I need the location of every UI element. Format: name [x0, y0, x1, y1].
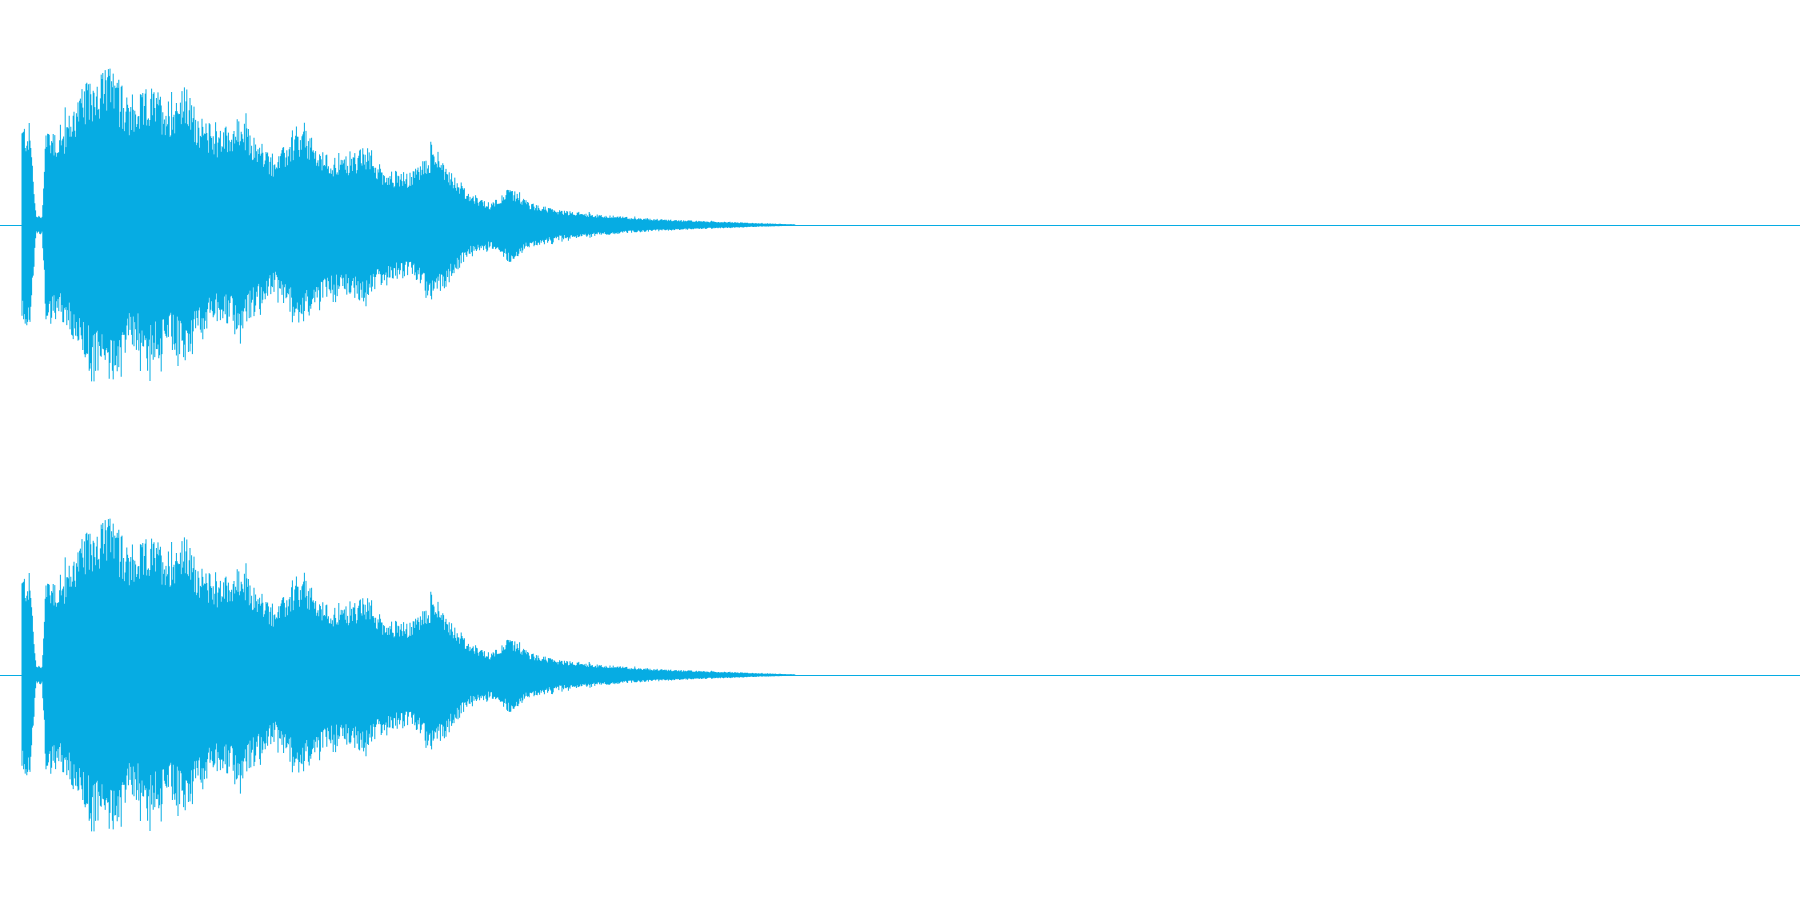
- left-channel: [0, 68, 1800, 382]
- channel-waveform: [21, 68, 796, 382]
- right-channel: [0, 518, 1800, 832]
- channel-waveform: [21, 518, 796, 832]
